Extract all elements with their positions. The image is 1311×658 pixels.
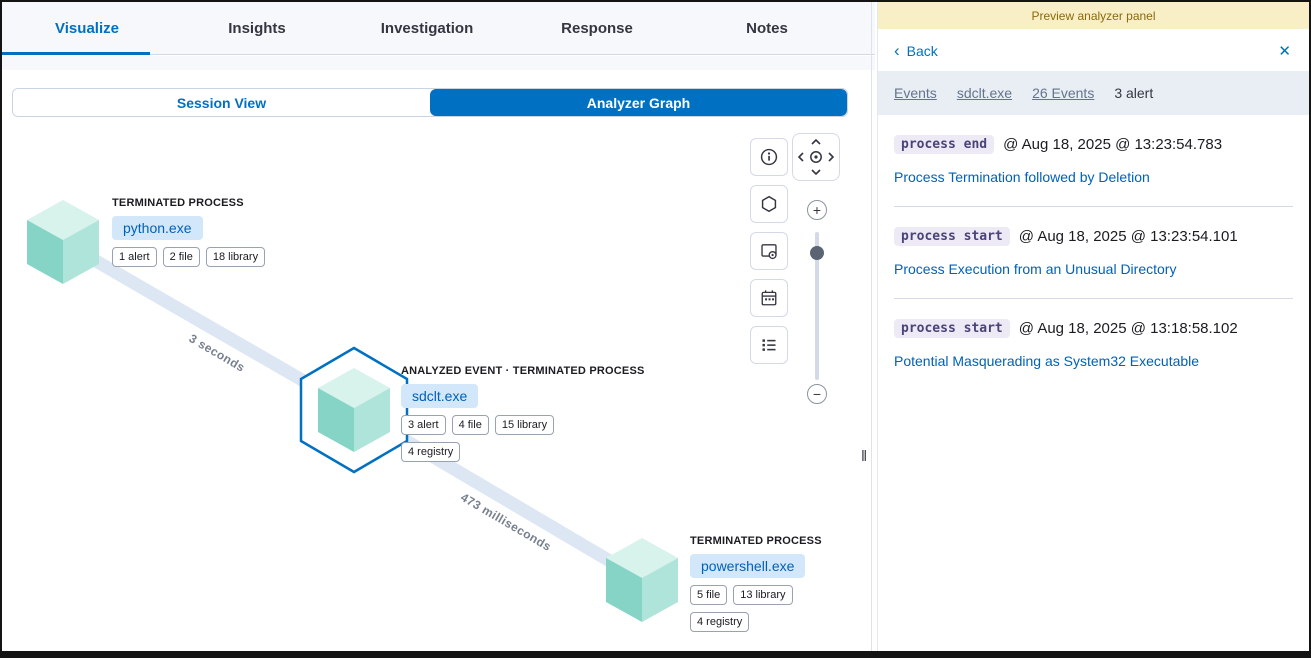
tab-insights[interactable]: Insights xyxy=(172,2,342,54)
file-count-badge[interactable]: 5 file xyxy=(690,585,727,605)
event-item: process start @ Aug 18, 2025 @ 13:18:58.… xyxy=(878,299,1309,371)
tab-visualize[interactable]: Visualize xyxy=(2,2,172,54)
zoom-out-button[interactable]: − xyxy=(807,384,827,404)
event-header: process start @ Aug 18, 2025 @ 13:23:54.… xyxy=(894,227,1293,246)
process-name-python[interactable]: python.exe xyxy=(112,216,203,240)
event-timestamp: @ Aug 18, 2025 @ 13:23:54.783 xyxy=(1003,136,1222,153)
registry-count-badge[interactable]: 4 registry xyxy=(401,442,460,462)
event-item: process end @ Aug 18, 2025 @ 13:23:54.78… xyxy=(878,115,1309,207)
panel-settings-button[interactable] xyxy=(750,232,788,270)
panel-resize-handle[interactable]: ‖ xyxy=(861,448,867,465)
panel-divider xyxy=(871,2,872,651)
alert-count-badge[interactable]: 3 alert xyxy=(401,415,446,435)
tab-response[interactable]: Response xyxy=(512,2,682,54)
tab-investigation[interactable]: Investigation xyxy=(342,2,512,54)
rule-link[interactable]: Potential Masquerading as System32 Execu… xyxy=(894,353,1199,369)
process-node-sdclt-info: ANALYZED EVENT · TERMINATED PROCESS sdcl… xyxy=(401,365,645,462)
hexagon-icon xyxy=(760,195,778,213)
view-toggle: Session View Analyzer Graph xyxy=(12,88,848,117)
node-legend-button[interactable] xyxy=(750,185,788,223)
event-type-code: process start xyxy=(894,319,1010,338)
rule-link[interactable]: Process Termination followed by Deletion xyxy=(894,169,1150,185)
breadcrumb-events[interactable]: Events xyxy=(894,85,937,101)
event-list: process end @ Aug 18, 2025 @ 13:23:54.78… xyxy=(878,115,1309,371)
analyzer-preview-panel: Preview analyzer panel ‹ Back ✕ Events s… xyxy=(877,2,1309,651)
breadcrumb-event-count[interactable]: 26 Events xyxy=(1032,85,1094,101)
file-count-badge[interactable]: 2 file xyxy=(163,247,200,267)
pan-control[interactable] xyxy=(792,133,840,181)
analyzer-graph-canvas[interactable]: 3 seconds 473 milliseconds TERMINATED PR… xyxy=(2,120,850,651)
event-type-code: process start xyxy=(894,227,1010,246)
process-node-python-cube[interactable] xyxy=(23,198,103,286)
process-node-powershell-info: TERMINATED PROCESS powershell.exe 5 file… xyxy=(690,535,822,632)
file-count-badge[interactable]: 4 file xyxy=(452,415,489,435)
close-panel-button[interactable]: ✕ xyxy=(1276,42,1293,60)
tab-notes[interactable]: Notes xyxy=(682,2,852,54)
back-button[interactable]: ‹ Back xyxy=(894,43,938,59)
panel-gear-icon xyxy=(760,242,778,260)
preview-banner: Preview analyzer panel xyxy=(878,2,1309,29)
alert-count-badge[interactable]: 1 alert xyxy=(112,247,157,267)
schema-info-button[interactable] xyxy=(750,138,788,176)
registry-count-badge[interactable]: 4 registry xyxy=(690,612,749,632)
visualize-section: Visualize Insights Investigation Respons… xyxy=(2,2,875,651)
process-node-sdclt-cube[interactable] xyxy=(314,366,394,454)
rule-link[interactable]: Process Execution from an Unusual Direct… xyxy=(894,261,1176,277)
back-chevron-icon: ‹ xyxy=(894,44,900,58)
breadcrumb-process[interactable]: sdclt.exe xyxy=(957,85,1012,101)
process-node-powershell-cube[interactable] xyxy=(602,536,682,624)
event-type-code: process end xyxy=(894,135,994,154)
calendar-icon xyxy=(760,289,778,307)
event-list-button[interactable] xyxy=(750,326,788,364)
node-badges: 1 alert 2 file 18 library xyxy=(112,247,265,267)
process-name-sdclt[interactable]: sdclt.exe xyxy=(401,384,478,408)
analyzer-graph-button[interactable]: Analyzer Graph xyxy=(430,89,847,116)
node-type-label: ANALYZED EVENT · TERMINATED PROCESS xyxy=(401,365,645,377)
node-type-label: TERMINATED PROCESS xyxy=(112,197,265,209)
event-item: process start @ Aug 18, 2025 @ 13:23:54.… xyxy=(878,207,1309,299)
node-type-label: TERMINATED PROCESS xyxy=(690,535,822,547)
library-count-badge[interactable]: 13 library xyxy=(733,585,792,605)
pan-crosshair-icon xyxy=(793,134,839,180)
breadcrumb: Events sdclt.exe 26 Events 3 alert xyxy=(878,71,1309,115)
node-badges: 5 file 13 library xyxy=(690,585,822,605)
panel-header: ‹ Back ✕ xyxy=(878,29,1309,71)
back-label: Back xyxy=(907,43,938,59)
event-timestamp: @ Aug 18, 2025 @ 13:18:58.102 xyxy=(1019,320,1238,337)
tab-bar: Visualize Insights Investigation Respons… xyxy=(2,2,875,55)
library-count-badge[interactable]: 15 library xyxy=(495,415,554,435)
node-badges: 4 registry xyxy=(401,442,645,462)
breadcrumb-alert-count: 3 alert xyxy=(1114,85,1153,101)
zoom-in-button[interactable]: + xyxy=(807,200,827,220)
session-view-button[interactable]: Session View xyxy=(13,89,430,116)
library-count-badge[interactable]: 18 library xyxy=(206,247,265,267)
node-badges: 4 registry xyxy=(690,612,822,632)
date-picker-button[interactable] xyxy=(750,279,788,317)
event-header: process start @ Aug 18, 2025 @ 13:18:58.… xyxy=(894,319,1293,338)
node-badges: 3 alert 4 file 15 library xyxy=(401,415,645,435)
list-icon xyxy=(760,336,778,354)
info-icon xyxy=(760,148,778,166)
event-timestamp: @ Aug 18, 2025 @ 13:23:54.101 xyxy=(1019,228,1238,245)
process-name-powershell[interactable]: powershell.exe xyxy=(690,554,805,578)
process-node-python-info: TERMINATED PROCESS python.exe 1 alert 2 … xyxy=(112,197,265,267)
zoom-slider-thumb[interactable] xyxy=(810,246,824,260)
tab-subheader-strip xyxy=(2,56,875,70)
event-header: process end @ Aug 18, 2025 @ 13:23:54.78… xyxy=(894,135,1293,154)
